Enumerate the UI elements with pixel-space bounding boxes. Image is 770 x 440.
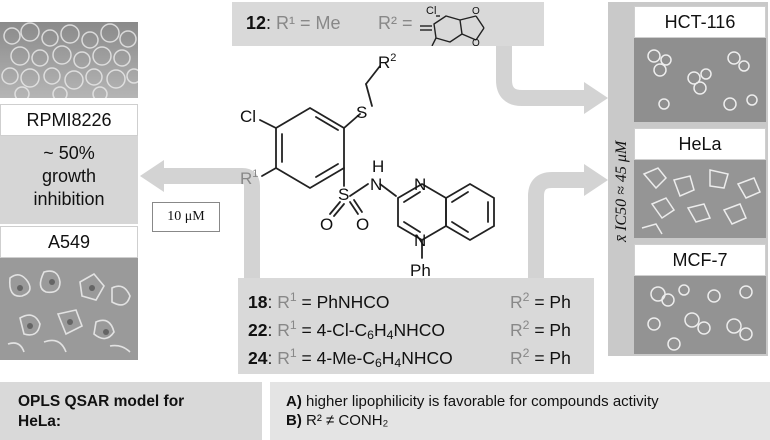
sulfonyl-s: S xyxy=(338,185,349,204)
footer-divider xyxy=(262,382,270,440)
growth-line-3: inhibition xyxy=(33,189,105,209)
compound-row-18: 18: R1 = PhNHCO R2 = Ph xyxy=(248,290,571,312)
mcf7-micrograph xyxy=(634,276,766,354)
phenyl-label: Ph xyxy=(410,261,431,280)
quinazoline-n1: N xyxy=(414,175,426,194)
rpmi8226-label: RPMI8226 xyxy=(0,104,138,136)
right-arrowhead-upper xyxy=(584,82,608,114)
sulfonyl-o2: O xyxy=(356,215,369,234)
amide-h: H xyxy=(372,157,384,176)
quinazoline-n2: N xyxy=(414,231,426,250)
compound-12-label: 12: R¹ = Me xyxy=(246,13,341,33)
compound-12-r1: R¹ = Me xyxy=(276,13,341,33)
amide-n: N xyxy=(370,175,382,194)
dioxole-o-bottom: O xyxy=(472,38,480,46)
a549-label: A549 xyxy=(0,226,138,258)
hct116-micrograph xyxy=(634,38,766,122)
qsar-model-label: OPLS QSAR model for HeLa: xyxy=(0,382,262,440)
ic50-label: x̄ IC50 ≈ 45 μM xyxy=(613,139,630,243)
sulfonyl-o1: O xyxy=(320,215,333,234)
finding-b: B) R² ≠ CONH₂ xyxy=(286,412,389,429)
growth-line-1: ~ 50% xyxy=(43,143,95,163)
concentration-label: 10 μM xyxy=(152,202,220,232)
qsar-line-1: OPLS QSAR model for xyxy=(18,393,185,410)
r1-atom: R1 xyxy=(240,168,258,188)
left-arrowhead xyxy=(140,160,164,192)
compound-row-22: 22: R1 = 4-Cl-C6H4NHCO R2 = Ph xyxy=(248,318,571,342)
rpmi8226-micrograph xyxy=(0,22,138,98)
compound-12-id: 12 xyxy=(246,13,267,33)
dioxole-o-top: O xyxy=(472,6,480,17)
right-arrowhead-lower xyxy=(584,164,608,196)
r2-atom: R2 xyxy=(378,52,396,72)
growth-inhibition-box: ~ 50% growth inhibition xyxy=(0,136,138,224)
compound-12-r2-label: R² = xyxy=(378,13,413,33)
finding-a: A) higher lipophilicity is favorable for… xyxy=(286,393,659,410)
right-cell-panel: x̄ IC50 ≈ 45 μM HCT-116 HeLa MCF-7 xyxy=(608,2,768,356)
thioether-s: S xyxy=(356,103,367,122)
cl-atom: Cl xyxy=(240,107,256,126)
mcf7-label: MCF-7 xyxy=(634,244,766,276)
compound-list-box: 18: R1 = PhNHCO R2 = Ph 22: R1 = 4-Cl-C6… xyxy=(238,278,594,374)
growth-line-2: growth xyxy=(41,166,97,186)
left-cell-panel: RPMI8226 ~ 50% growth inhibition A549 xyxy=(0,22,138,360)
core-structure-diagram: Cl R1 S R2 S O O N H N N Ph xyxy=(240,52,495,280)
substituent-cl: Cl xyxy=(426,5,436,17)
svg-text:x̄ IC50 ≈ 45 μM: x̄ IC50 ≈ 45 μM xyxy=(613,139,630,243)
compound-12-box: 12: R¹ = Me R² = Cl O O xyxy=(232,2,544,46)
benzodioxole-substituent: Cl O O xyxy=(420,5,485,46)
qsar-line-2: HeLa: xyxy=(18,413,62,430)
hct116-label: HCT-116 xyxy=(634,6,766,38)
a549-micrograph xyxy=(0,258,138,360)
compound-row-24: 24: R1 = 4-Me-C6H4NHCO R2 = Ph xyxy=(248,346,571,370)
hela-micrograph xyxy=(634,160,766,238)
hela-label: HeLa xyxy=(634,128,766,160)
qsar-findings: A) higher lipophilicity is favorable for… xyxy=(270,382,770,440)
